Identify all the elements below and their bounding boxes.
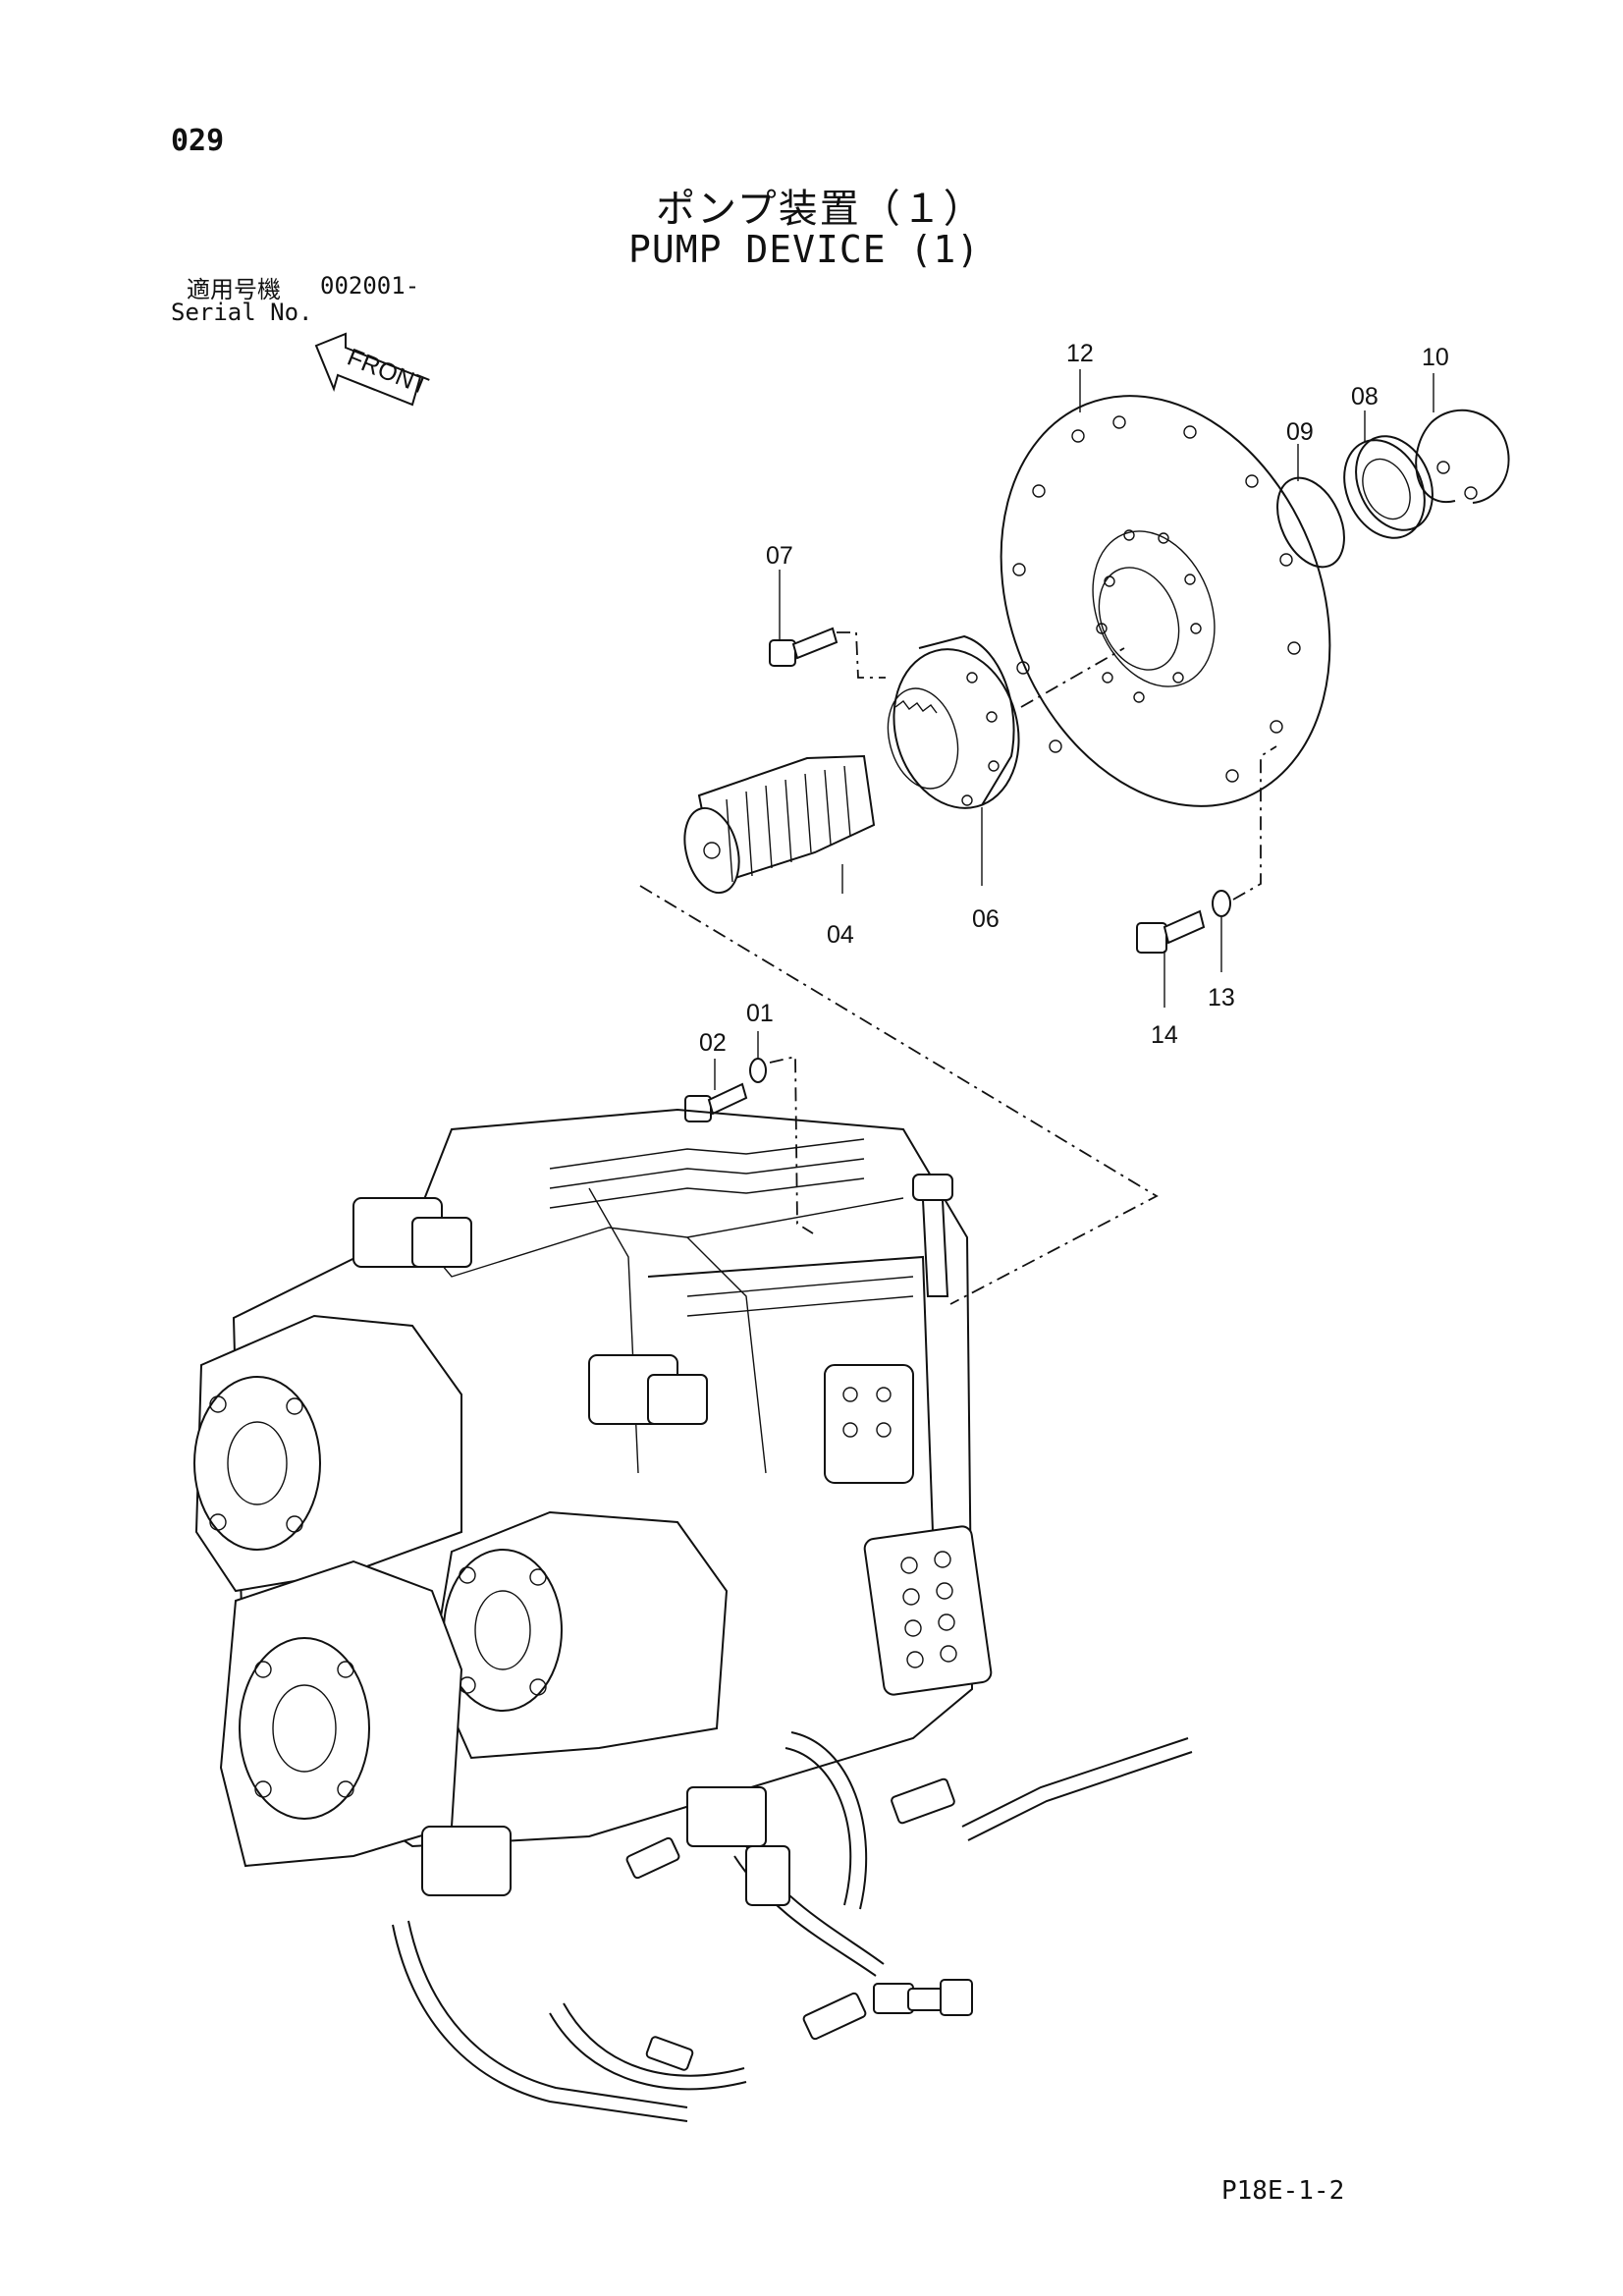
bolt-part-07 <box>769 627 839 667</box>
o-ring-part-09 <box>1276 476 1345 569</box>
leader-dash-13 <box>1232 745 1277 901</box>
document-code: P18E-1-2 <box>1221 2176 1345 2206</box>
callout-12: 12 <box>1066 340 1094 367</box>
snap-ring-part-10 <box>1415 409 1510 504</box>
page-title-english: PUMP DEVICE (1) <box>628 228 981 271</box>
page-title-japanese: ポンプ装置（１） <box>656 187 985 232</box>
callout-07: 07 <box>766 542 793 570</box>
callout-04: 04 <box>827 921 854 949</box>
callout-06: 06 <box>972 905 1000 933</box>
pump-assembly <box>193 1108 1193 2122</box>
bearing-part-08 <box>1343 435 1434 539</box>
bolt-part-14 <box>1136 909 1206 954</box>
washer-part-01 <box>749 1058 767 1083</box>
leader-dash-06-12 <box>1020 647 1125 708</box>
callout-10: 10 <box>1422 344 1449 371</box>
callout-08: 08 <box>1351 383 1379 410</box>
splined-shaft-part-04 <box>683 754 876 895</box>
washer-part-13 <box>1212 890 1231 917</box>
serial-label-japanese: 適用号機 <box>187 276 281 303</box>
leader-dash-04 <box>639 885 1159 1305</box>
front-arrow-icon: FRONT <box>314 332 432 407</box>
serial-number-value: 002001- <box>320 272 420 300</box>
leader-dash-01 <box>769 1055 814 1234</box>
bolt-part-02 <box>684 1082 748 1122</box>
callout-09: 09 <box>1286 418 1314 446</box>
page-number: 029 <box>171 124 225 158</box>
callout-13: 13 <box>1208 984 1235 1011</box>
serial-label-english: Serial No. <box>171 299 313 326</box>
leader-dash-07 <box>837 631 886 679</box>
callout-01: 01 <box>746 1000 774 1027</box>
coupling-hub-part-06 <box>887 634 1020 809</box>
flex-plate-part-12 <box>1000 395 1331 807</box>
callout-02: 02 <box>699 1029 727 1057</box>
callout-14: 14 <box>1151 1021 1178 1049</box>
